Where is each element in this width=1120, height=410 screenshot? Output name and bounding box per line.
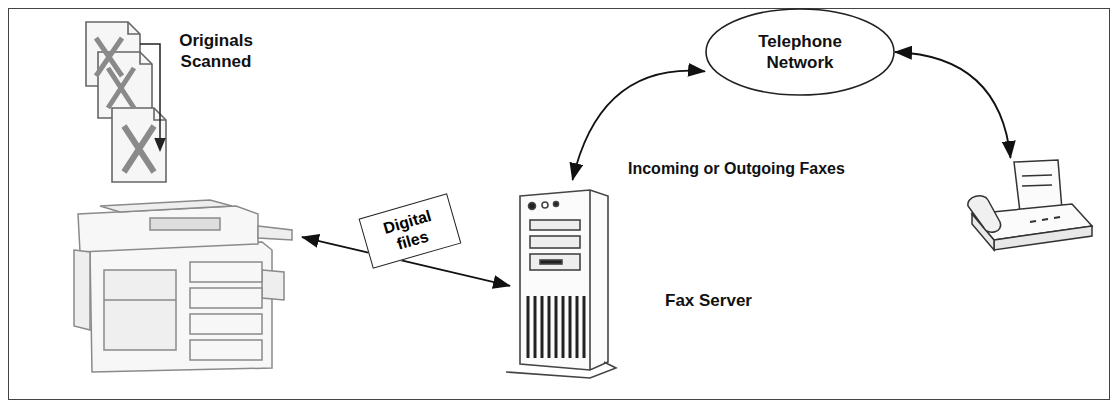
edge-label-box: Digital files — [359, 194, 462, 270]
ellipse-shape — [706, 9, 894, 95]
note-label: Incoming or Outgoing Faxes — [628, 160, 845, 178]
fax-server-node: Fax Server — [510, 180, 760, 376]
node-text: Originals Scanned — [160, 30, 272, 73]
fax-machine — [968, 160, 1092, 250]
scanned-pages — [86, 22, 166, 182]
ellipse-outline — [705, 8, 895, 96]
copier-machine — [74, 200, 292, 372]
node-text: Fax Server — [665, 290, 760, 311]
fax-machine-node — [965, 158, 1095, 254]
copier-node: Originals Scanned — [60, 18, 302, 380]
connector-arrow — [573, 71, 706, 180]
server-tower — [506, 190, 616, 378]
connector-arrow — [895, 52, 1011, 158]
text-wrap: Telephone Network — [705, 8, 895, 96]
page-x-marks — [96, 38, 154, 172]
scan-arrow — [140, 44, 165, 150]
network-ellipse: Telephone Network — [705, 8, 895, 96]
node-text: Telephone Network — [745, 31, 855, 74]
edge-label: Digital files — [381, 207, 433, 253]
